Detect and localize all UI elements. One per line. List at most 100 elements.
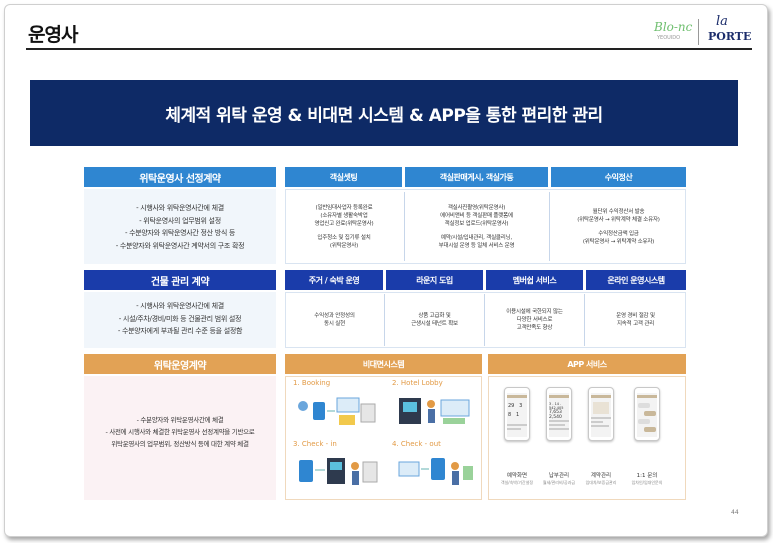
section2-left-header: 건물 관리 계약: [84, 270, 276, 290]
page-title: 운영사: [28, 24, 78, 46]
cell-line: 다양한 서비스로: [516, 317, 553, 323]
step-checkout-label: 4. Check - out: [392, 440, 441, 448]
list-item: - 시행사와 위탁운영사간에 체결: [136, 204, 224, 212]
cell-line: 입주청소 및 집기류 설치: [317, 234, 371, 241]
app-subcaption-contract: 임대차/보증금관리: [585, 480, 617, 485]
phone-number: 1: [515, 412, 520, 418]
checkin-illustration: [299, 458, 378, 485]
section2-col4-header: 온라인 운영시스템: [586, 270, 686, 290]
divider: [384, 294, 385, 346]
cell-line: 영업신고 완료(위탁운영사): [314, 220, 374, 227]
app-header: APP 서비스: [488, 354, 686, 374]
cell-line: 월단위 수익정산서 발송: [592, 208, 645, 215]
phone-number: 8: [508, 412, 512, 418]
cell-line: (소유자별 생활숙박업: [320, 212, 368, 219]
section2-left-box: [84, 292, 276, 348]
cell-line: (위탁운영사 → 위탁계약 체결 소유자): [577, 216, 660, 223]
section1-col1-body: (일반임대사업자 등록완료 (소유자별 생활숙박업 영업신고 완료(위탁운영사)…: [285, 191, 403, 262]
section3-left-box: [84, 376, 276, 500]
section2-col1-body: 수익성과 안정성의 동시 실현: [285, 293, 384, 347]
app-caption-contract: 계약관리: [590, 473, 612, 479]
logo-porte-top: la: [716, 14, 728, 29]
cell-line: 고객만족도 향상: [516, 325, 553, 331]
section1-col2-header: 객실판매게시, 객실가동: [405, 167, 548, 187]
app-caption-inquiry: 1:1 문의: [636, 473, 658, 479]
phone-number: 29: [508, 403, 515, 409]
cell-line: 부대시설 운영 등 일체 서비스 운영: [438, 242, 515, 249]
cell-line: 동시 실현: [324, 321, 345, 327]
list-item: - 수분양자에게 부과될 관리 수준 등을 설정함: [117, 327, 243, 335]
header-divider: [26, 48, 752, 50]
logo-blanc: Blo-nc: [654, 20, 693, 34]
app-subcaption-payment: 월세/관리비/공과금: [542, 480, 576, 485]
cell-line: 상품 고급화 및: [418, 313, 451, 319]
list-item: 위탁운영사의 업무범위, 정산방식 등에 대한 계약 체결: [111, 440, 249, 448]
cell-line: 객실사진촬영(위탁운영사): [447, 204, 506, 211]
section2-col3-body: 이용시설에 국한되지 않는 다양한 서비스로 고객만족도 향상: [485, 293, 584, 347]
step-checkin-label: 3. Check - in: [293, 440, 337, 448]
section2-col1-header: 주거 / 숙박 운영: [285, 270, 383, 290]
logo-blanc-subtitle: YEOUIDO: [657, 35, 681, 41]
section2-col3-header: 멤버쉽 서비스: [486, 270, 583, 290]
section1-left-list: - 시행사와 위탁운영사간에 체결 - 위탁운영사의 업무범위 설정 - 수분양…: [84, 202, 276, 252]
phone-number: 7,653: [549, 410, 562, 415]
list-item: - 시행사와 위탁운영사간에 체결: [136, 302, 224, 310]
step-booking-label: 1. Booking: [293, 379, 331, 387]
page-number: 44: [731, 509, 739, 516]
list-item: - 수분양자와 위탁운영사간 계약서의 구조 확정: [115, 241, 245, 250]
app-caption-payment: 납부관리: [548, 473, 570, 479]
cell-line: 예약/시설/입내관리, 객실클리닝,: [440, 234, 513, 241]
cell-line: 운영 경비 절감 및: [616, 313, 655, 319]
section1-left-header: 위탁운영사 선정계약: [84, 167, 276, 187]
phone-inquiry: [634, 387, 660, 441]
booking-illustration: [298, 397, 376, 425]
cell-line: (위탁운영사): [329, 242, 359, 249]
logo-porte: PORTE: [708, 30, 752, 43]
cell-line: 수익성과 안정성의: [314, 313, 355, 319]
logo-divider: [698, 19, 699, 45]
cell-line: (위탁운영사 → 위탁계약 소유자): [582, 238, 655, 245]
app-caption-reservation: 예약화면: [506, 473, 528, 479]
section3-left-list: - 수분양자와 위탁운영사간에 체결 - 사전에 시행사와 체결한 위탁운영사 …: [84, 414, 276, 450]
phone-reservation: 29 3 8 1: [504, 387, 530, 441]
divider: [404, 192, 405, 261]
section2-right-box: [285, 292, 686, 348]
cell-line: (일반임대사업자 등록완료: [315, 204, 373, 211]
section2-col2-body: 상품 고급화 및 근생시설 테넌트 확보: [385, 293, 484, 347]
cell-line: 이용시설에 국한되지 않는: [506, 309, 563, 315]
system-box: [285, 376, 482, 500]
phone-number: 2,540: [549, 415, 562, 420]
list-item: - 시설/주차/경비/미화 등 건물관리 범위 설정: [118, 314, 242, 323]
list-item: - 위탁운영사의 업무범위 설정: [139, 216, 221, 225]
app-subcaption-reservation: 객실/숙박/기간설정: [500, 480, 534, 485]
section1-col2-body: 객실사진촬영(위탁운영사) 에어비앤비 등 객실판매 플랫폼에 객실정보 업로드…: [405, 191, 548, 262]
list-item: - 수분양자와 위탁운영사간 정산 방식 등: [124, 229, 236, 237]
section3-left-header: 위탁운영계약: [84, 354, 276, 374]
list-item: - 수분양자와 위탁운영사간에 체결: [136, 416, 224, 424]
cell-line: 객실정보 업로드(위탁운영사): [444, 220, 509, 227]
phone-payment: 3 . 14 . 542,405 7,653 2,540: [546, 387, 572, 441]
system-header: 비대면시스템: [285, 354, 482, 374]
divider: [484, 294, 485, 346]
checkout-illustration: [398, 458, 473, 485]
app-subcaption-inquiry: 임차인/임대인문의: [631, 480, 663, 485]
section1-right-box: [285, 189, 686, 264]
list-item: - 사전에 시행사와 체결한 위탁운영사 선정계약을 기반으로: [105, 428, 255, 436]
section1-left-box: [84, 189, 276, 264]
divider: [549, 192, 550, 261]
section1-col3-header: 수익정산: [551, 167, 686, 187]
section1-col3-body: 월단위 수익정산서 발송 (위탁운영사 → 위탁계약 체결 소유자) 수익정산금…: [551, 191, 686, 262]
phone-contract: [588, 387, 614, 441]
divider: [584, 294, 585, 346]
step-lobby-label: 2. Hotel Lobby: [392, 379, 443, 387]
section1-col1-header: 객실셋팅: [285, 167, 402, 187]
main-banner: 체계적 위탁 운영 & 비대면 시스템 & APP을 통한 편리한 관리: [30, 80, 738, 146]
phone-reservation-values: 29 3 8 1: [508, 402, 522, 420]
cell-line: 근생시설 테넌트 확보: [411, 321, 458, 327]
lobby-illustration: [399, 398, 470, 424]
phone-number: 3: [519, 403, 523, 409]
section2-col2-header: 라운지 도입: [386, 270, 483, 290]
section2-col4-body: 운영 경비 절감 및 지속적 고객 관리: [585, 293, 686, 347]
section2-left-list: - 시행사와 위탁운영사간에 체결 - 시설/주차/경비/미화 등 건물관리 범…: [84, 300, 276, 338]
phone-payment-values: 7,653 2,540: [549, 410, 571, 420]
